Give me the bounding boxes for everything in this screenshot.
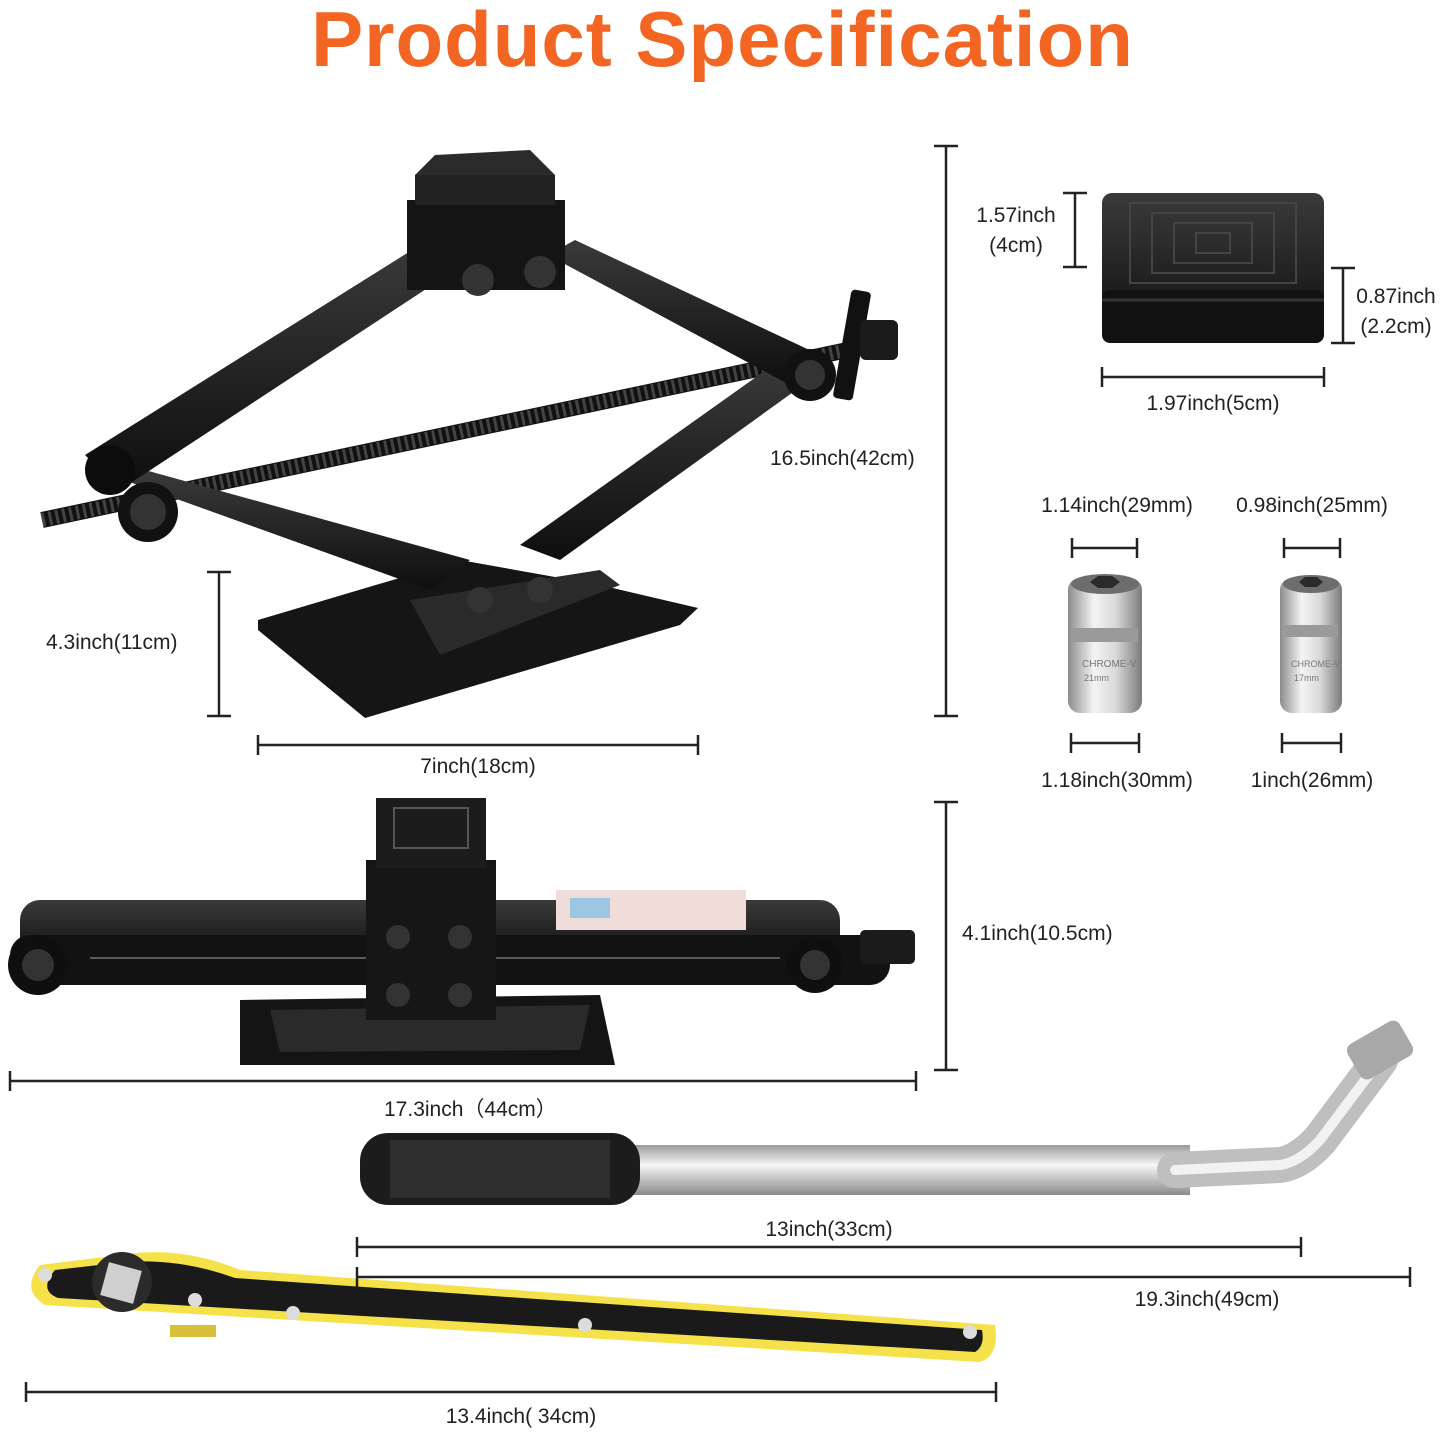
ratchet-wrench-length-label: 13.4inch( 34cm) (445, 1405, 597, 1428)
rubber-pad (1102, 193, 1324, 343)
ratchet-wrench (31, 1252, 997, 1362)
jack-length-label: 17.3inch（44cm） (384, 1098, 557, 1121)
pad-side-height-cm-label: (2.2cm) (1360, 315, 1432, 338)
socket-small (1280, 575, 1342, 713)
lug-wrench (360, 1020, 1414, 1205)
pad-height-cm-label: (4cm) (989, 234, 1043, 257)
jack-folded-height-label: 4.1inch(10.5cm) (962, 922, 1113, 945)
pad-width-label: 1.97inch(5cm) (1146, 392, 1280, 415)
socket-large (1068, 574, 1142, 713)
socket-small-top-label: 0.98inch(25mm) (1236, 494, 1388, 517)
socket-large-size: 21mm (1084, 673, 1110, 683)
pad-side-height-label: 0.87inch (1356, 285, 1436, 308)
socket-large-marking: CHROME-V (1082, 659, 1137, 670)
socket-large-top-label: 1.14inch(29mm) (1041, 494, 1193, 517)
scissor-jack-raised (40, 150, 898, 718)
lug-wrench-extended-label: 19.3inch(49cm) (1134, 1288, 1280, 1311)
jack-max-height-label: 16.5inch(42cm) (770, 447, 915, 470)
socket-small-bottom-label: 1inch(26mm) (1250, 769, 1374, 792)
socket-small-marking: CHROME-V (1291, 659, 1340, 669)
dimension-lines (8, 144, 1412, 1402)
jack-base-width-label: 7inch(18cm) (420, 755, 536, 778)
lug-wrench-retracted-label: 13inch(33cm) (765, 1218, 893, 1241)
socket-small-size: 17mm (1294, 673, 1320, 683)
socket-large-bottom-label: 1.18inch(30mm) (1041, 769, 1193, 792)
page-title: Product Specification (311, 0, 1134, 83)
jack-min-height-label: 4.3inch(11cm) (46, 631, 178, 654)
scissor-jack-folded (8, 798, 915, 1065)
pad-height-label: 1.57inch (976, 204, 1056, 227)
